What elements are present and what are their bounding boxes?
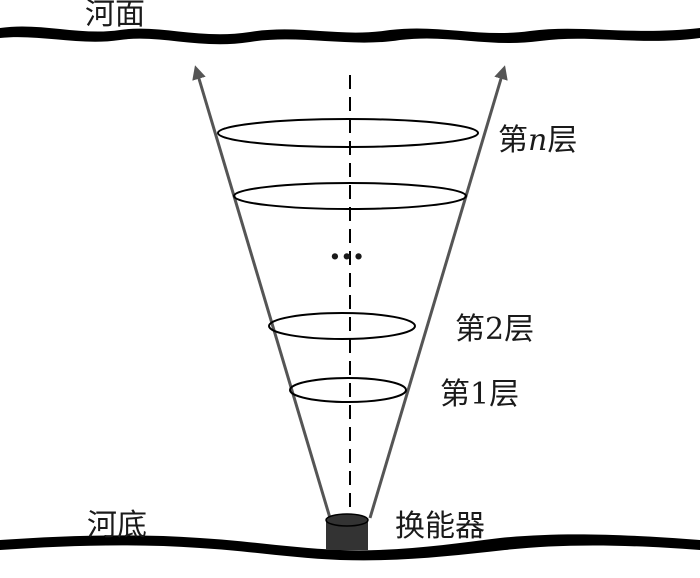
river-surface-line [0, 26, 700, 45]
layer-1-label: 第1层 [440, 377, 519, 412]
layer-ring-n [217, 118, 479, 148]
beam-right-edge [368, 65, 508, 519]
layer-n-label: 第n层 [498, 123, 577, 158]
layer-ring-n-minus-1 [233, 182, 467, 210]
layer-n-variable: n [528, 123, 547, 158]
layer-ring-1 [289, 377, 407, 403]
river-surface-label: 河面 [85, 0, 145, 32]
layer-ring-2 [268, 312, 416, 340]
beam-left-edge [192, 65, 332, 519]
river-bottom-line [0, 534, 700, 561]
layer-n-suffix: 层 [547, 123, 577, 158]
layer-n-prefix: 第 [498, 123, 528, 158]
ellipsis-dots: ··· [329, 237, 365, 277]
transducer-label: 换能器 [395, 509, 485, 544]
river-bottom-label: 河底 [87, 508, 147, 543]
layer-2-label: 第2层 [455, 312, 534, 347]
transducer-top [325, 513, 369, 527]
